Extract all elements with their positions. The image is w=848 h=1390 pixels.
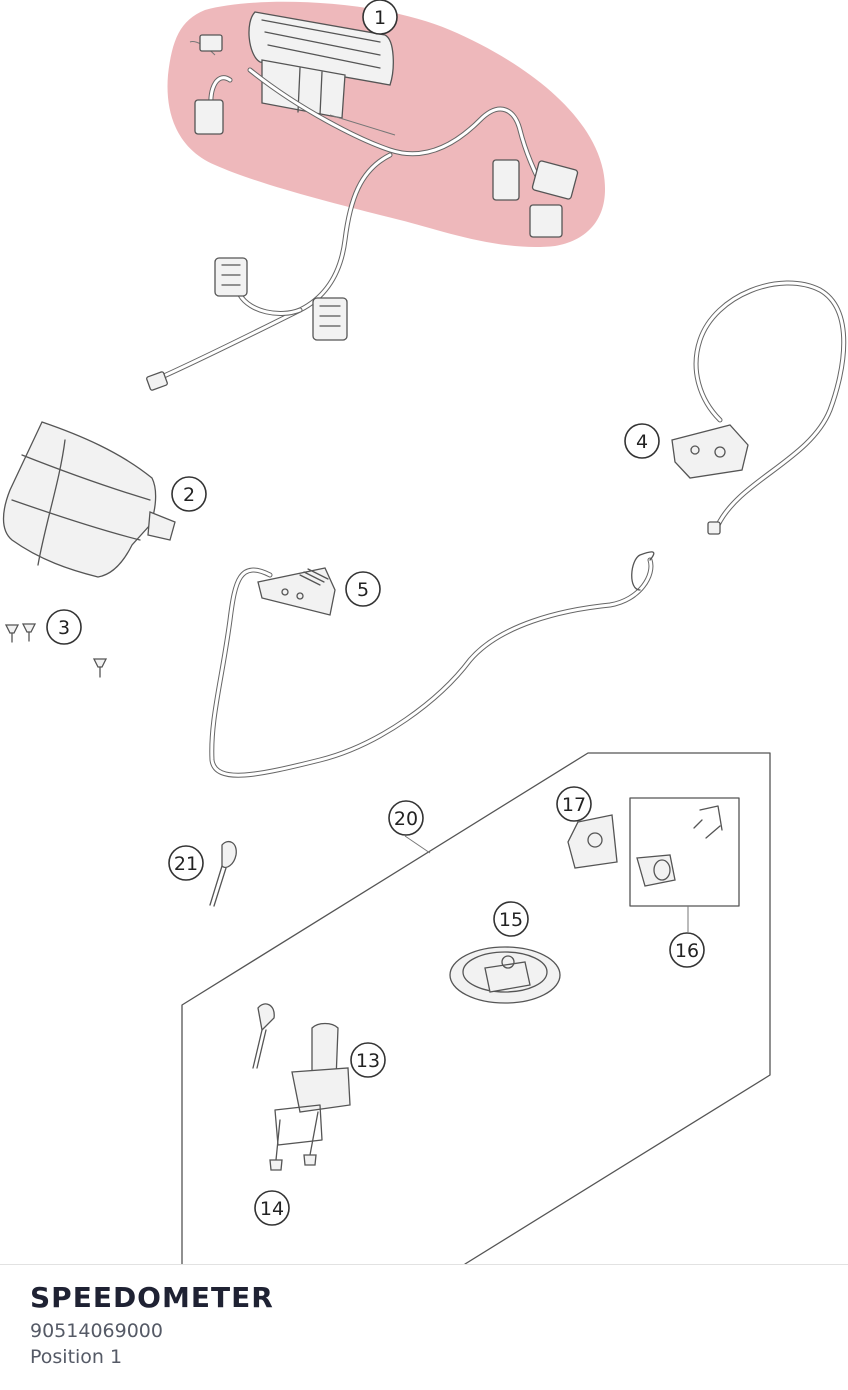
callout-3[interactable]: 3: [46, 609, 82, 645]
svg-text:4: 4: [636, 431, 648, 453]
callout-14[interactable]: 14: [254, 1190, 290, 1226]
part-position: Position 1: [30, 1346, 123, 1368]
svg-text:13: 13: [356, 1050, 380, 1072]
callout-20[interactable]: 20: [388, 800, 424, 836]
svg-text:1: 1: [374, 7, 386, 29]
svg-text:3: 3: [58, 617, 70, 639]
headlight-mask-part[interactable]: [2, 421, 176, 578]
part-number: 90514069000: [30, 1320, 163, 1342]
lock-cylinder-part[interactable]: [629, 797, 740, 932]
screw-parts[interactable]: [4, 623, 108, 678]
svg-text:2: 2: [183, 484, 195, 506]
callout-21[interactable]: 21: [168, 845, 204, 881]
callout-5[interactable]: 5: [345, 571, 381, 607]
fuel-tank-cap-part[interactable]: [449, 946, 561, 1004]
callout-15[interactable]: 15: [493, 901, 529, 937]
svg-text:14: 14: [260, 1198, 284, 1220]
callout-1[interactable]: 1: [362, 0, 398, 35]
callout-4[interactable]: 4: [624, 423, 660, 459]
speedometer-part[interactable]: [146, 11, 579, 391]
selected-part-info-panel: SPEEDOMETER 90514069000 Position 1: [0, 1264, 848, 1390]
callout-13[interactable]: 13: [350, 1042, 386, 1078]
svg-text:21: 21: [174, 853, 198, 875]
bolt-parts[interactable]: [269, 1111, 319, 1171]
svg-text:16: 16: [675, 940, 699, 962]
seat-lock-cable-part[interactable]: [671, 280, 847, 535]
cover-part[interactable]: [567, 814, 618, 869]
svg-text:5: 5: [357, 579, 369, 601]
svg-text:15: 15: [499, 909, 523, 931]
key-part[interactable]: [209, 841, 237, 907]
lock-set-frame: [181, 752, 771, 1264]
callout-2[interactable]: 2: [171, 476, 207, 512]
seat-lock-part[interactable]: [209, 551, 655, 778]
callout-17[interactable]: 17: [556, 786, 592, 822]
ignition-lock-part[interactable]: [252, 1003, 351, 1146]
svg-text:20: 20: [394, 808, 418, 830]
svg-text:17: 17: [562, 794, 586, 816]
part-title: SPEEDOMETER: [30, 1281, 274, 1314]
exploded-parts-diagram: 1 2 3 4 5 13 14 15 16 17 20 21: [2, 0, 847, 1264]
callout-16[interactable]: 16: [669, 932, 705, 968]
